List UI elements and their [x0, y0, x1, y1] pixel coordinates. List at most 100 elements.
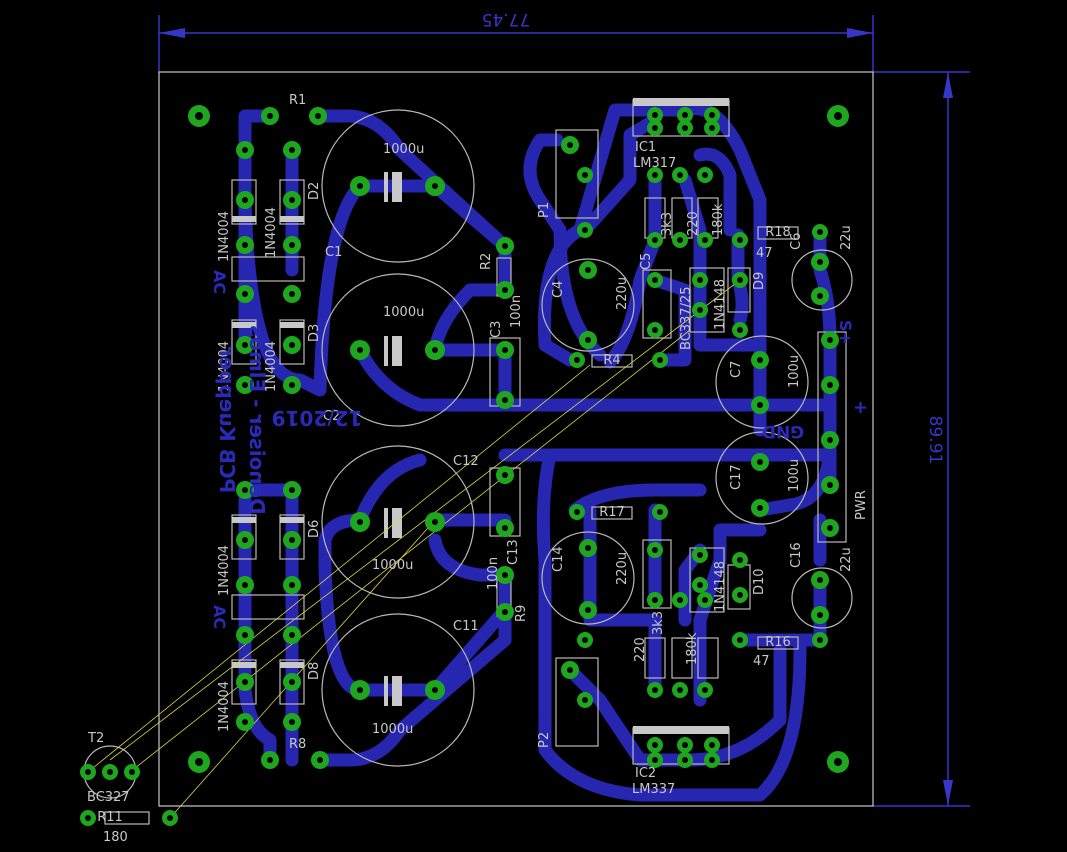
silk-date: 12/2019: [272, 406, 363, 430]
drill-hole: [502, 472, 508, 478]
drill-hole: [289, 537, 295, 543]
label-r-3k3-bot: 3k3: [651, 611, 666, 635]
drill-hole: [502, 347, 508, 353]
label-R17: R17: [599, 505, 625, 520]
drill-hole: [85, 815, 91, 821]
label-P1: P1: [537, 202, 552, 218]
drill-hole: [834, 112, 842, 120]
c17-outline: [715, 431, 809, 525]
drill-hole: [242, 242, 248, 248]
drill-hole: [289, 197, 295, 203]
drill-hole: [242, 487, 248, 493]
c16-outline: [791, 567, 853, 629]
drill-hole: [289, 382, 295, 388]
drill-hole: [697, 277, 703, 283]
drill-hole: [574, 357, 580, 363]
label-C7-value: 100u: [787, 355, 802, 388]
label-C17: C17: [729, 464, 744, 490]
drill-hole: [567, 667, 573, 673]
drill-hole: [817, 229, 823, 235]
drill-hole: [827, 482, 833, 488]
drill-hole: [582, 227, 588, 233]
label-r-180k-top: 180k: [711, 203, 726, 236]
airwires: [87, 279, 741, 819]
drill-hole: [567, 142, 573, 148]
drill-hole: [129, 769, 135, 775]
drill-hole: [817, 577, 823, 583]
drill-hole: [585, 545, 591, 551]
c1-outline: [321, 109, 475, 263]
drill-hole: [677, 597, 683, 603]
label-C3-value: 100n: [509, 295, 524, 328]
label-D2-value: 1N4004: [264, 207, 279, 258]
label-r-220-top: 220: [686, 211, 701, 236]
drill-hole: [817, 259, 823, 265]
label-D9: D9: [752, 272, 767, 290]
c2-outline: [321, 273, 475, 427]
label-r-3k3-top: 3k3: [660, 212, 675, 236]
label-C13: C13: [506, 539, 521, 565]
drill-hole: [827, 382, 833, 388]
drill-hole: [702, 172, 708, 178]
label-C6-value: 22u: [839, 225, 854, 250]
drill-hole: [737, 557, 743, 563]
label-R16-value: 47: [753, 654, 770, 669]
labels: R1 R8 T2 BC327 R11 180 1000u C1 1000u C2…: [87, 93, 869, 845]
drill-hole: [817, 293, 823, 299]
drill-hole: [737, 592, 743, 598]
drill-hole: [289, 147, 295, 153]
c12-outline: [321, 445, 475, 599]
drill-hole: [697, 307, 703, 313]
silkscreen: [83, 98, 853, 825]
drill-hole: [817, 612, 823, 618]
pads: [80, 105, 849, 826]
drill-hole: [682, 112, 688, 118]
label-C2: C2: [323, 409, 340, 424]
board-outline: [158, 71, 874, 807]
drill-hole: [652, 547, 658, 553]
drill-hole: [317, 757, 323, 763]
drill-hole: [682, 742, 688, 748]
drill-hole: [827, 437, 833, 443]
drill-hole: [702, 597, 708, 603]
drill-hole: [357, 347, 363, 353]
dimension-height: 89.91: [873, 71, 970, 807]
label-R4: R4: [603, 353, 620, 368]
label-C5: C5: [639, 253, 654, 270]
c4-outline: [541, 258, 635, 352]
silk-title: PCB Kuepper: [215, 347, 239, 494]
drill-hole: [652, 757, 658, 763]
c14-outline: [541, 531, 635, 625]
label-D3: D3: [307, 324, 322, 342]
drill-hole: [585, 267, 591, 273]
silk-ac-top: AC: [210, 270, 229, 294]
label-R18: R18: [765, 225, 791, 240]
label-D3-value: 1N4004: [217, 341, 232, 392]
dimension-width: 77.45: [158, 9, 874, 72]
drill-hole: [502, 287, 508, 293]
drill-hole: [167, 815, 173, 821]
bottom-silk: PCB Kuepper Denoiser - Elmos 12/2019 GND…: [210, 270, 871, 629]
label-T2-value: BC327: [87, 790, 130, 805]
drill-hole: [242, 291, 248, 297]
label-C1: C1: [325, 245, 342, 260]
label-R2: R2: [479, 253, 494, 270]
drill-hole: [289, 342, 295, 348]
drill-hole: [315, 113, 321, 119]
label-IC2-value: LM337: [632, 782, 675, 797]
drill-hole: [709, 757, 715, 763]
drill-hole: [709, 742, 715, 748]
c7-outline: [715, 335, 809, 429]
label-C13-value: 100n: [486, 557, 501, 590]
drill-hole: [585, 607, 591, 613]
label-D8: D8: [307, 662, 322, 680]
label-C12-value: 1000u: [372, 558, 413, 573]
drill-hole: [432, 347, 438, 353]
drill-hole: [834, 758, 842, 766]
drill-hole: [757, 459, 763, 465]
label-IC1: IC1: [635, 140, 656, 155]
label-D2: D2: [307, 182, 322, 200]
drill-hole: [652, 125, 658, 131]
drill-hole: [357, 183, 363, 189]
drill-hole: [737, 277, 743, 283]
